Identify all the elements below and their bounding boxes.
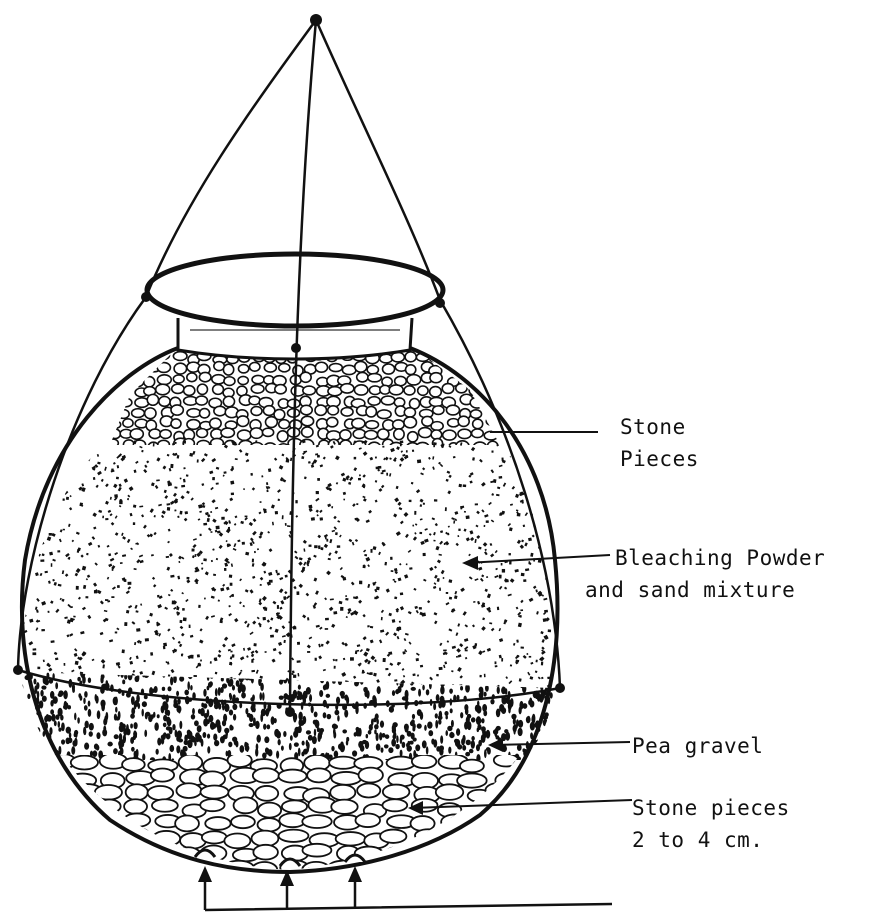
rope-knot xyxy=(285,707,295,717)
label-line: Stone pieces xyxy=(632,795,790,821)
label-pea-gravel: Pea gravel xyxy=(632,733,763,759)
label-bleaching-powder: Bleaching Powder and sand mixture xyxy=(585,545,825,603)
rope-knot-top xyxy=(310,14,322,26)
rope-knot xyxy=(13,665,23,675)
rope-knot xyxy=(555,683,565,693)
label-line: Pieces xyxy=(620,446,699,472)
label-line: 2 to 4 cm. xyxy=(632,827,790,853)
rope-knot xyxy=(435,298,445,308)
pot-rim xyxy=(147,254,443,326)
label-line: Bleaching Powder xyxy=(585,545,825,571)
callout-line-pea-gravel xyxy=(490,742,630,745)
label-stone-pieces-top: Stone Pieces xyxy=(620,414,699,472)
rope-knot xyxy=(141,292,151,302)
bottom-bracket-line xyxy=(205,872,612,910)
label-line: and sand mixture xyxy=(585,577,825,603)
callout-arrowhead xyxy=(462,556,478,570)
arrow-up-icon xyxy=(348,866,362,882)
rope-left-side xyxy=(18,297,146,670)
label-line: Pea gravel xyxy=(632,733,763,759)
rope-knot xyxy=(291,343,301,353)
label-line: Stone xyxy=(620,414,699,440)
arrow-up-icon xyxy=(198,866,212,882)
label-stone-pieces-bottom: Stone pieces 2 to 4 cm. xyxy=(632,795,790,853)
stone-pieces-top-layer xyxy=(104,350,499,453)
